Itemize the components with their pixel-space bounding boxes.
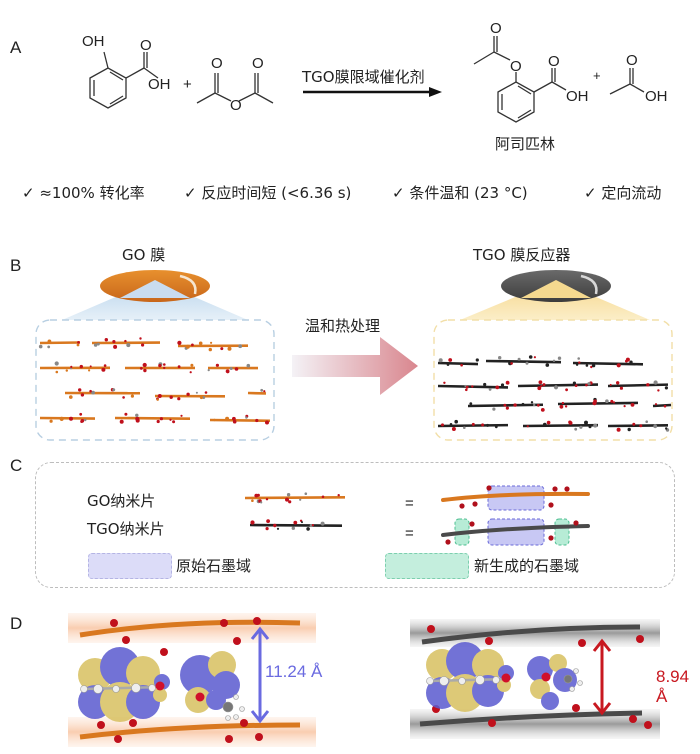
nanosheet-model bbox=[244, 492, 346, 504]
nanosheet-model bbox=[207, 363, 259, 374]
go-membrane-illustration bbox=[30, 268, 280, 443]
acid-oh-label: OH bbox=[645, 88, 668, 105]
nanosheet-model bbox=[517, 380, 599, 392]
tgo-reactor-title: TGO 膜反应器 bbox=[473, 246, 571, 264]
nanosheet-model bbox=[572, 357, 644, 369]
equals-sign-2: = bbox=[405, 525, 414, 542]
nanosheet-models bbox=[240, 480, 390, 540]
ester-carbonyl-o-label: O bbox=[490, 20, 502, 37]
nanosheet-model bbox=[91, 337, 161, 349]
nanosheet-model bbox=[124, 362, 196, 374]
nanosheet-model bbox=[607, 380, 669, 392]
feature-mild-conditions: ✓ 条件温和 (23 °C) bbox=[392, 184, 528, 202]
nanosheet-model bbox=[607, 420, 670, 432]
aspirin-oh-label: OH bbox=[566, 88, 589, 105]
feature-conversion: ✓ ≈100% 转化率 bbox=[22, 184, 145, 202]
check-icon: ✓ bbox=[22, 184, 35, 202]
nanosheet-model bbox=[557, 397, 639, 409]
tgo-reactor-illustration bbox=[428, 268, 678, 443]
nanosheet-schematics bbox=[440, 475, 600, 555]
carbonyl-o-label: O bbox=[140, 37, 152, 54]
nanosheet-model bbox=[467, 401, 545, 412]
left-interlayer-distance: 11.24 Å bbox=[265, 662, 323, 681]
anhydride-bridge-o-label: O bbox=[230, 97, 242, 114]
upper-tgo-sheet bbox=[421, 624, 641, 645]
acid-o-label: O bbox=[626, 52, 638, 69]
legend-new-swatch bbox=[385, 553, 469, 579]
tgo-sheet-line bbox=[441, 524, 590, 537]
nanosheet-model bbox=[114, 412, 191, 424]
right-distance-arrow bbox=[592, 638, 612, 716]
nanosheet-model bbox=[39, 412, 96, 423]
legend-pristine-swatch bbox=[88, 553, 172, 579]
go-confinement-model: 11.24 Å bbox=[60, 605, 330, 747]
reaction-arrow bbox=[303, 86, 443, 98]
anhydride-o1-label: O bbox=[211, 55, 223, 72]
check-icon: ✓ bbox=[584, 184, 597, 202]
anhydride-o2-label: O bbox=[252, 55, 264, 72]
nanosheet-model bbox=[177, 340, 249, 352]
upper-go-sheet bbox=[79, 619, 301, 638]
nanosheet-model bbox=[39, 361, 111, 374]
tgo-nanosheet-label: TGO纳米片 bbox=[87, 520, 165, 538]
nanosheet-model bbox=[652, 403, 672, 408]
features-row: ✓ ≈100% 转化率 ✓ 反应时间短 (<6.36 s) ✓ 条件温和 (23… bbox=[22, 182, 700, 206]
nanosheet-model bbox=[64, 388, 141, 399]
ester-o-label: O bbox=[510, 58, 522, 75]
nanosheet-model bbox=[437, 358, 479, 367]
nanosheet-model bbox=[154, 391, 226, 401]
panel-a-label: A bbox=[10, 38, 22, 57]
left-distance-arrow bbox=[250, 626, 270, 724]
cooh-oh-label: OH bbox=[148, 76, 171, 93]
lower-go-sheet bbox=[79, 722, 301, 740]
nanosheet-model bbox=[437, 419, 509, 431]
aspirin-label: 阿司匹林 bbox=[495, 135, 556, 153]
panel-d-label: D bbox=[10, 614, 23, 633]
plus-sign: + bbox=[183, 76, 192, 93]
acetic-anhydride-structure: O O O bbox=[195, 55, 290, 115]
panel-c-box bbox=[35, 462, 675, 588]
legend-new-label: 新生成的石墨域 bbox=[474, 557, 580, 575]
panel-b-label: B bbox=[10, 256, 22, 275]
nanosheet-model bbox=[38, 339, 81, 349]
nanosheet-model bbox=[437, 380, 510, 392]
oh-label: OH bbox=[82, 33, 105, 50]
check-icon: ✓ bbox=[392, 184, 405, 202]
nanosheet-model bbox=[249, 519, 343, 531]
aspirin-carbonyl-o-label: O bbox=[548, 53, 560, 70]
equals-sign-1: = bbox=[405, 495, 414, 512]
go-nanosheet-label: GO纳米片 bbox=[87, 492, 156, 510]
nanosheet-model bbox=[522, 420, 599, 431]
feature-directional-flow: ✓ 定向流动 bbox=[584, 184, 662, 202]
legend-pristine-label: 原始石墨域 bbox=[176, 557, 252, 575]
nanosheet-model bbox=[247, 388, 267, 395]
go-sheet-line bbox=[441, 491, 590, 502]
acetic-acid-structure: O OH bbox=[608, 52, 688, 112]
check-icon: ✓ bbox=[184, 184, 197, 202]
tgo-confinement-model: 8.94 Å bbox=[400, 605, 690, 745]
nanosheet-model bbox=[485, 355, 562, 367]
panel-c-label: C bbox=[10, 456, 23, 475]
plus-sign-2: + bbox=[593, 68, 601, 83]
salicylic-acid-structure: OH O OH bbox=[60, 30, 200, 130]
right-interlayer-distance: 8.94 Å bbox=[656, 667, 690, 706]
reaction-condition-label: TGO膜限域催化剂 bbox=[302, 68, 425, 86]
feature-reaction-time: ✓ 反应时间短 (<6.36 s) bbox=[184, 184, 352, 202]
new-domain bbox=[554, 518, 570, 546]
heat-treatment-arrow bbox=[292, 335, 422, 397]
pristine-domain bbox=[487, 485, 545, 511]
heat-treatment-label: 温和热处理 bbox=[305, 317, 381, 335]
lower-tgo-sheet bbox=[419, 710, 643, 727]
nanosheet-model bbox=[209, 414, 271, 425]
aspirin-structure: O O O OH bbox=[470, 10, 610, 130]
go-membrane-title: GO 膜 bbox=[122, 246, 166, 264]
